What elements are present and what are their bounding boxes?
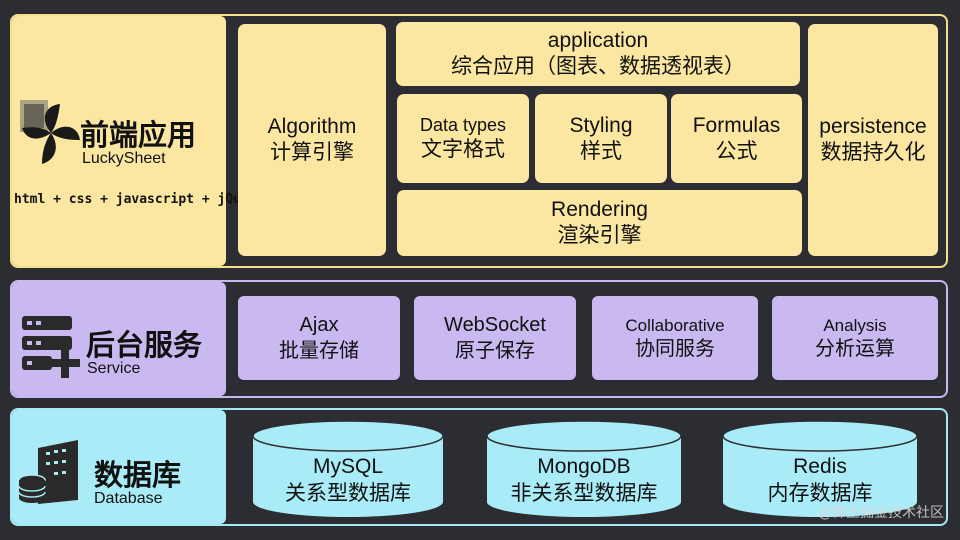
websocket-en: WebSocket xyxy=(444,314,546,336)
frontend-tech-stack: html + css + javascript + jQuery xyxy=(14,192,265,207)
styling-zh: 样式 xyxy=(580,138,622,163)
collaborative-en: Collaborative xyxy=(625,315,725,335)
application-en: application xyxy=(547,29,649,53)
watermark: @稀土掘金技术社区 xyxy=(818,505,944,521)
analysis-zh: 分析运算 xyxy=(815,336,895,361)
algorithm-zh: 计算引擎 xyxy=(270,140,354,164)
server-plus-icon xyxy=(22,316,80,378)
algorithm-box: Algorithm 计算引擎 xyxy=(238,24,386,256)
luckysheet-logo-icon xyxy=(20,100,80,164)
ajax-box: Ajax 批量存储 xyxy=(238,296,400,380)
application-box: application 综合应用（图表、数据透视表） xyxy=(396,22,800,86)
mysql-cylinder: MySQL 关系型数据库 xyxy=(252,420,444,518)
analysis-box: Analysis 分析运算 xyxy=(772,296,938,380)
rendering-zh: 渲染引擎 xyxy=(557,223,642,247)
data-types-box: Data types 文字格式 xyxy=(397,94,529,183)
database-server-icon xyxy=(18,440,78,504)
backend-title: 后台服务 xyxy=(86,328,203,362)
mysql-en: MySQL xyxy=(312,454,383,478)
styling-box: Styling 样式 xyxy=(535,94,667,183)
backend-subtitle: Service xyxy=(87,360,141,377)
formulas-zh: 公式 xyxy=(715,138,758,163)
data-types-en: Data types xyxy=(419,114,507,135)
collaborative-box: Collaborative 协同服务 xyxy=(592,296,758,380)
collaborative-zh: 协同服务 xyxy=(635,336,715,361)
formulas-box: Formulas 公式 xyxy=(671,94,802,183)
frontend-title: 前端应用 xyxy=(80,118,197,152)
formulas-en: Formulas xyxy=(692,113,781,137)
analysis-en: Analysis xyxy=(823,315,887,335)
rendering-en: Rendering xyxy=(551,198,648,222)
websocket-zh: 原子保存 xyxy=(455,338,535,362)
database-subtitle: Database xyxy=(94,490,163,507)
algorithm-en: Algorithm xyxy=(267,115,357,139)
persistence-en: persistence xyxy=(819,115,927,139)
mysql-zh: 关系型数据库 xyxy=(285,481,411,505)
frontend-subtitle: LuckySheet xyxy=(82,150,166,167)
ajax-en: Ajax xyxy=(299,314,339,336)
data-types-zh: 文字格式 xyxy=(421,136,505,161)
redis-zh: 内存数据库 xyxy=(767,481,873,505)
redis-cylinder: Redis 内存数据库 xyxy=(722,420,918,518)
mongodb-en: MongoDB xyxy=(537,454,631,478)
mongodb-cylinder: MongoDB 非关系型数据库 xyxy=(486,420,682,518)
rendering-box: Rendering 渲染引擎 xyxy=(397,190,802,256)
styling-en: Styling xyxy=(569,113,633,137)
websocket-box: WebSocket 原子保存 xyxy=(414,296,576,380)
persistence-zh: 数据持久化 xyxy=(820,140,926,164)
redis-en: Redis xyxy=(793,454,847,478)
ajax-zh: 批量存储 xyxy=(279,338,359,362)
mongodb-zh: 非关系型数据库 xyxy=(510,481,658,505)
application-zh: 综合应用（图表、数据透视表） xyxy=(451,54,745,78)
persistence-box: persistence 数据持久化 xyxy=(808,24,938,256)
database-title: 数据库 xyxy=(94,458,182,492)
